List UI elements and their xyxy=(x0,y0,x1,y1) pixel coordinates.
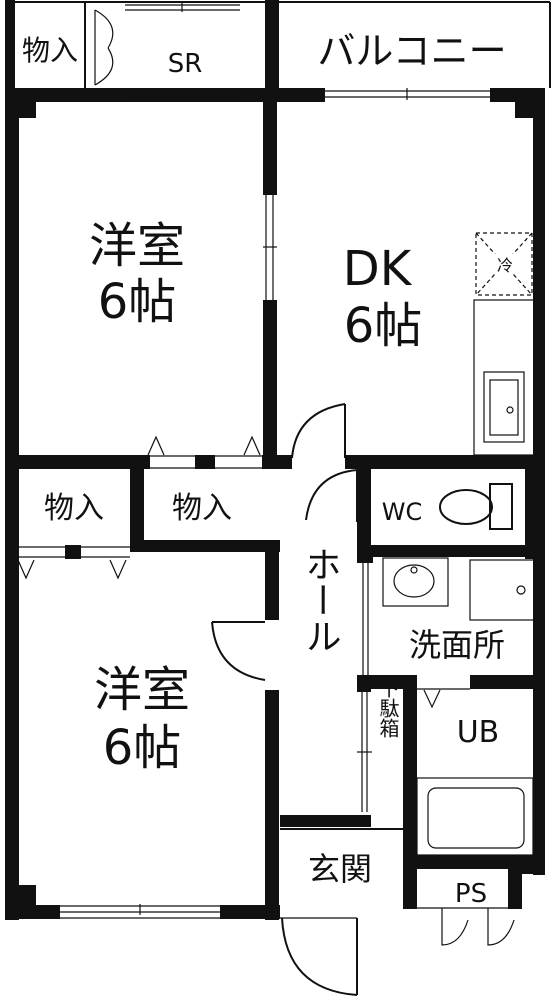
western-room-top-name: 洋室 xyxy=(89,218,185,274)
sr-door xyxy=(94,9,114,86)
sliding-door-room-dk xyxy=(263,195,277,300)
unit-bath-label: UB xyxy=(457,715,500,750)
dk-name: DK xyxy=(343,241,413,297)
kitchen-counter xyxy=(473,299,535,456)
fridge-space xyxy=(475,232,533,296)
bathtub xyxy=(416,777,534,856)
balcony-label: バルコニー xyxy=(317,29,506,73)
toilet-label: WC xyxy=(382,498,423,526)
washing-machine-space xyxy=(469,559,537,621)
ps-doors xyxy=(417,907,520,946)
interior-walls xyxy=(5,100,545,920)
closet-doors-upper xyxy=(147,435,262,469)
dk-door xyxy=(291,403,346,459)
western-room-bottom-size: 6帖 xyxy=(103,720,182,776)
front-door xyxy=(280,917,358,996)
window-balcony-dk xyxy=(325,88,490,102)
window-bottom-room xyxy=(60,904,220,919)
closet-mid-left-label: 物入 xyxy=(44,491,104,526)
fridge-label: 冷 xyxy=(497,256,513,275)
shoe-cabinet-label: 下駄箱 xyxy=(376,678,400,738)
dk-size: 6帖 xyxy=(344,298,423,354)
window-top-left xyxy=(125,3,240,12)
western-room-bottom-door xyxy=(211,621,266,681)
hall-sliding-door xyxy=(357,560,372,812)
wash-basin xyxy=(382,557,449,607)
entrance-label: 玄関 xyxy=(308,850,372,888)
column-markers xyxy=(18,100,533,905)
closet-doors-lower xyxy=(17,546,130,580)
hall-label: ホール xyxy=(300,546,341,654)
western-room-top-size: 6帖 xyxy=(98,274,177,330)
western-room-bottom-name: 洋室 xyxy=(94,662,190,718)
washroom-label: 洗面所 xyxy=(409,626,505,664)
closet-top-label: 物入 xyxy=(22,34,78,67)
toilet-fixture xyxy=(439,483,513,530)
closet-mid-right-label: 物入 xyxy=(172,491,232,526)
window-sr-room xyxy=(125,88,240,100)
wc-door xyxy=(305,469,358,522)
pipe-space-label: PS xyxy=(455,879,487,909)
storage-room-label: SR xyxy=(168,49,203,79)
top-frame xyxy=(15,1,551,88)
ub-door xyxy=(417,688,470,709)
